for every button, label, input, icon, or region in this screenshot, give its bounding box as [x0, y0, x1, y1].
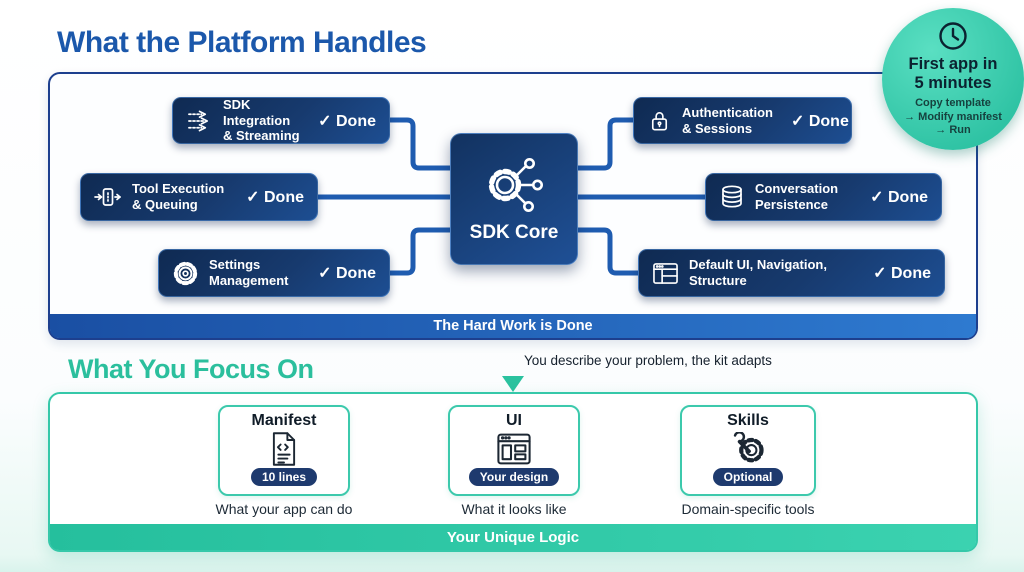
feature-label: Conversation: [755, 181, 839, 197]
streaming-arrows-icon: [188, 110, 209, 131]
focus-footer-label: Your Unique Logic: [446, 528, 580, 546]
card-skills: Skills Optional: [680, 405, 816, 496]
browser-window-icon: [653, 262, 678, 284]
focus-panel: Manifest 10 lines UI Your design Skills: [48, 392, 978, 552]
gear-icon: [173, 261, 198, 285]
status-done: ✓ Done: [318, 265, 376, 282]
feature-label: & Sessions: [682, 120, 753, 136]
feature-box-sdk-integration: SDK Integration & Streaming ✓ Done: [172, 97, 390, 144]
gear-circuit-icon: [488, 158, 543, 212]
clock-icon: [939, 22, 967, 50]
device-io-icon: [94, 188, 121, 206]
feature-label: Settings: [209, 257, 261, 273]
card-caption: What your app can do: [215, 501, 353, 517]
card-caption: What it looks like: [461, 501, 567, 517]
feature-label: Tool Execution: [132, 181, 225, 197]
card-title: Skills: [727, 412, 769, 429]
focus-footer-bar: Your Unique Logic: [50, 524, 976, 550]
code-document-icon: [272, 432, 296, 466]
badge-line1: First app in: [908, 54, 998, 73]
feature-label: Authentication: [682, 104, 773, 120]
padlock-icon: [651, 111, 668, 130]
card-badge: Optional: [712, 468, 784, 486]
card-manifest: Manifest 10 lines: [218, 405, 350, 496]
focus-title: What You Focus On: [68, 354, 314, 384]
sdk-core-label: SDK Core: [469, 222, 559, 243]
feature-label: Structure: [689, 273, 747, 288]
page-title: What the Platform Handles: [57, 26, 427, 59]
feature-box-conversation: Conversation Persistence ✓ Done: [705, 173, 942, 221]
down-arrow-icon: [502, 338, 524, 392]
status-done: ✓ Done: [873, 265, 931, 282]
card-badge: Your design: [468, 468, 560, 486]
tools-gear-icon: [733, 432, 764, 463]
card-ui: UI Your design: [448, 405, 580, 496]
feature-box-default-ui: Default UI, Navigation, Structure ✓ Done: [638, 249, 945, 297]
feature-label: Default UI, Navigation,: [689, 257, 827, 273]
badge-steps: Copy template → Modify manifest → Run: [904, 96, 1002, 137]
first-app-badge: First app in 5 minutes Copy template → M…: [882, 8, 1024, 150]
feature-box-authentication: Authentication & Sessions ✓ Done: [633, 97, 852, 144]
feature-box-tool-execution: Tool Execution & Queuing ✓ Done: [80, 173, 318, 221]
feature-label: Management: [209, 273, 289, 288]
card-badge: 10 lines: [250, 468, 318, 486]
badge-line2: 5 minutes: [914, 74, 992, 93]
feature-box-settings: Settings Management ✓ Done: [158, 249, 390, 297]
database-icon: [722, 185, 742, 208]
platform-footer-bar: The Hard Work is Done: [50, 314, 976, 338]
status-done: ✓ Done: [791, 112, 849, 130]
transition-note: You describe your problem, the kit adapt…: [524, 353, 772, 368]
status-done: ✓ Done: [246, 189, 304, 206]
feature-label: Persistence: [755, 197, 828, 212]
card-title: Manifest: [251, 412, 317, 429]
feature-label: & Queuing: [132, 197, 198, 212]
card-caption: Domain-specific tools: [681, 501, 815, 517]
platform-footer-label: The Hard Work is Done: [433, 318, 593, 334]
feature-label: SDK Integration: [223, 97, 291, 128]
feature-label: & Streaming: [223, 128, 300, 144]
sdk-core-box: SDK Core: [450, 133, 578, 265]
status-done: ✓ Done: [870, 189, 928, 206]
card-title: UI: [506, 412, 522, 429]
layout-window-icon: [497, 433, 531, 465]
status-done: ✓ Done: [318, 112, 376, 130]
